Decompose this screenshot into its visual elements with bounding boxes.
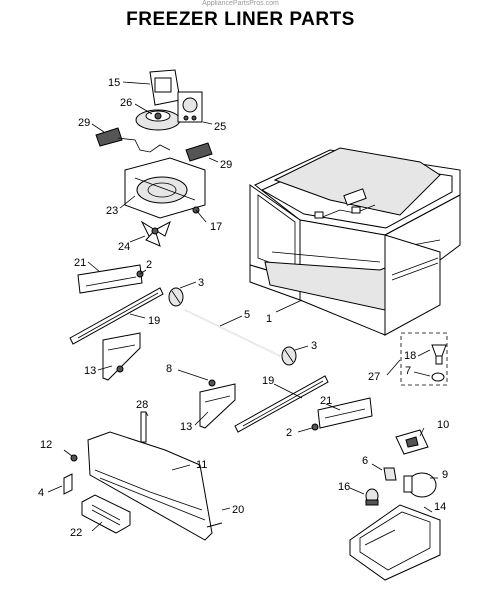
callout-13-right: 13 <box>180 421 192 433</box>
callout-3-bottom: 3 <box>311 340 317 352</box>
dashed-box-group-27 <box>400 332 448 386</box>
screw-part-8-right <box>208 379 216 387</box>
callout-20: 20 <box>232 504 244 516</box>
roller-part-3-left <box>168 287 184 307</box>
callout-12: 12 <box>40 439 52 451</box>
callout-6: 6 <box>362 455 368 467</box>
label-part-10 <box>395 429 429 455</box>
cap-part-9 <box>403 472 437 498</box>
callout-13-left: 13 <box>84 365 96 377</box>
drawer-slide-part-19-right <box>234 375 329 433</box>
callout-25: 25 <box>214 121 226 133</box>
callout-5: 5 <box>244 309 250 321</box>
diagram-title: FREEZER LINER PARTS <box>126 9 355 30</box>
callout-29-right: 29 <box>220 159 232 171</box>
slide-bracket-part-21-right <box>317 397 373 429</box>
callout-27: 27 <box>368 371 380 383</box>
callout-2-top: 2 <box>146 259 152 271</box>
callout-21-right: 21 <box>320 395 332 407</box>
fan-housing-part <box>124 157 206 219</box>
leader-lines <box>47 81 438 532</box>
callout-11: 11 <box>196 459 207 471</box>
roller-part-3-right <box>281 346 297 366</box>
callout-3-top: 3 <box>198 277 204 289</box>
callout-19-right: 19 <box>262 375 274 387</box>
valve-part-18 <box>431 344 447 365</box>
callout-2-bottom: 2 <box>286 427 292 439</box>
freezer-liner-part <box>249 147 461 336</box>
foam-pad-part-left <box>95 127 123 147</box>
fan-blade-part <box>140 220 171 247</box>
callout-28: 28 <box>136 399 148 411</box>
slide-mount-part-13-left <box>102 332 141 381</box>
damper-part <box>177 91 203 123</box>
callout-15: 15 <box>108 77 120 89</box>
callout-labels: 15 26 25 29 29 23 17 24 21 2 3 19 5 1 3 … <box>38 77 449 539</box>
fan-motor-part <box>135 109 181 131</box>
callout-26: 26 <box>120 97 132 109</box>
wiring-harness-part <box>117 137 171 153</box>
screw-part-8-left <box>116 365 124 373</box>
callout-4: 4 <box>38 487 44 499</box>
clip-part-4 <box>63 473 73 495</box>
callout-8: 8 <box>166 363 172 375</box>
callout-18: 18 <box>404 350 416 362</box>
callout-21-left: 21 <box>74 257 86 269</box>
screw-part-2-bottom <box>311 423 319 431</box>
slide-bracket-part-21-left <box>77 264 143 294</box>
sensor-part-28 <box>140 411 147 443</box>
fan-bracket-part <box>149 69 181 106</box>
foam-pad-part-right <box>185 142 213 162</box>
slide-mount-part-13-right <box>199 383 236 429</box>
callout-16: 16 <box>338 481 350 493</box>
washer-part-7 <box>431 372 445 382</box>
callout-9: 9 <box>442 469 448 481</box>
rail-part-5 <box>184 309 281 357</box>
ice-tray-part-14 <box>349 504 441 581</box>
screw-part-12 <box>70 454 78 462</box>
cap-part-16 <box>365 488 379 506</box>
callout-7: 7 <box>405 365 411 377</box>
drawer-slide-part-19-left <box>69 287 164 345</box>
callout-14: 14 <box>434 501 446 513</box>
grille-part-22 <box>81 494 131 534</box>
callout-17: 17 <box>210 221 222 233</box>
callout-29-left: 29 <box>78 117 90 129</box>
callout-19-left: 19 <box>148 315 160 327</box>
cover-panel-part-11 <box>87 431 213 541</box>
callout-22: 22 <box>70 527 82 539</box>
watermark: AppliancePartsPros.com <box>202 0 279 7</box>
clip-part-6 <box>383 467 397 481</box>
callout-24: 24 <box>118 241 130 253</box>
screw-part-20 <box>206 522 223 528</box>
callout-10: 10 <box>437 419 449 431</box>
callout-1: 1 <box>266 313 272 325</box>
callout-23: 23 <box>106 205 118 217</box>
